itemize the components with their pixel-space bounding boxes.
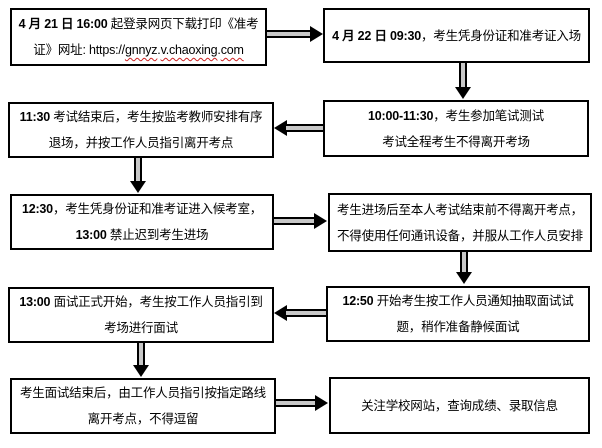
- flow-step-written-test: 10:00-11:30，考生参加笔试测试 考试全程考生不得离开考场: [323, 100, 589, 157]
- step-text: 关注学校网站，查询成绩、录取信息: [361, 398, 558, 413]
- step-text: 13:00 面试正式开始，考生按工作人员指引到考场进行面试: [19, 295, 263, 335]
- step-text: 11:30 考试结束后，考生按监考教师安排有序退场，并按工作人员指引离开考点: [19, 110, 263, 150]
- step-text: 考生面试结束后，由工作人员指引按指定路线离开考点，不得逗留: [19, 386, 266, 426]
- flow-step-entry: 4 月 22 日 09:30，考生凭身份证和准考证入场: [323, 8, 590, 63]
- flow-step-check-results: 关注学校网站，查询成绩、录取信息: [329, 377, 590, 434]
- step-time: 12:30: [21, 202, 53, 216]
- step-time: 12:50: [342, 294, 374, 308]
- flow-step-download-ticket: 4 月 21 日 16:00 起登录网页下载打印《准考证》网址: https:/…: [10, 8, 267, 66]
- step-time: 10:00-11:30: [368, 108, 434, 123]
- step-time: 4 月 21 日 16:00: [18, 17, 108, 31]
- step-text: 考生进场后至本人考试结束前不得离开考点，不得使用任何通讯设备，并服从工作人员安排: [336, 202, 583, 243]
- step-time: 13:00: [75, 228, 107, 242]
- flow-step-draw-questions: 12:50 开始考生按工作人员通知抽取面试试题，稍作准备静候面试: [326, 286, 590, 342]
- step-text: 12:50 开始考生按工作人员通知抽取面试试题，稍作准备静候面试: [342, 294, 574, 334]
- ticket-url: https://gnnyz.v.chaoxing.com: [89, 43, 244, 57]
- step-text: 10:00-11:30，考生参加笔试测试 考试全程考生不得离开考场: [368, 108, 544, 149]
- flow-step-interview-start: 13:00 面试正式开始，考生按工作人员指引到考场进行面试: [8, 287, 274, 343]
- step-text: 12:30，考生凭身份证和准考证进入候考室， 13:00 禁止迟到考生进场: [21, 202, 263, 242]
- flow-step-waiting-room: 12:30，考生凭身份证和准考证进入候考室， 13:00 禁止迟到考生进场: [10, 194, 274, 250]
- flow-step-leave: 考生面试结束后，由工作人员指引按指定路线离开考点，不得逗留: [10, 378, 276, 434]
- flow-step-exit-written: 11:30 考试结束后，考生按监考教师安排有序退场，并按工作人员指引离开考点: [8, 102, 274, 158]
- flow-step-rules: 考生进场后至本人考试结束前不得离开考点，不得使用任何通讯设备，并服从工作人员安排: [328, 193, 592, 252]
- step-time: 4 月 22 日 09:30: [332, 28, 421, 43]
- step-text: 4 月 21 日 16:00 起登录网页下载打印《准考证》网址: https:/…: [18, 17, 259, 57]
- step-text: 4 月 22 日 09:30，考生凭身份证和准考证入场: [332, 28, 581, 43]
- step-time: 11:30: [19, 110, 50, 124]
- step-time: 13:00: [19, 295, 51, 309]
